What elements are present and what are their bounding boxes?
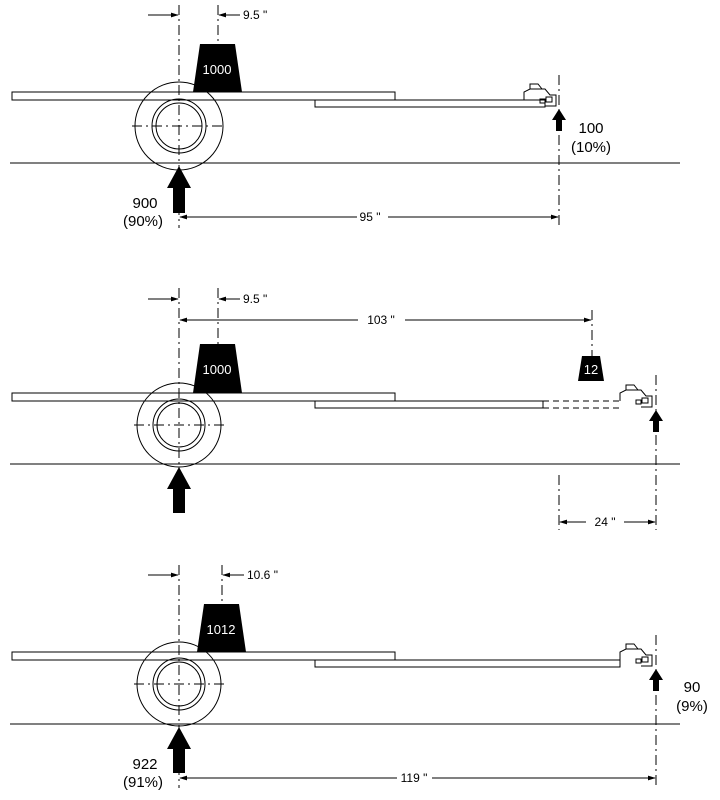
- axle-load-value: 922: [132, 756, 157, 773]
- hitch-coupler: [523, 83, 557, 107]
- cargo-weight-label: 1012: [207, 622, 236, 637]
- length-dimension-label: 119 ": [401, 771, 428, 785]
- hitch-coupler: [619, 384, 653, 408]
- hitch-load-value: 100: [578, 120, 603, 137]
- trailer-frame: [11, 651, 621, 668]
- extension-dimension-label: 24 ": [595, 515, 616, 529]
- axle-reaction-arrow: [167, 727, 191, 773]
- offset-dimension: 9.5 ": [148, 8, 267, 22]
- axle-reaction-arrow: [167, 467, 191, 513]
- hitch-load-value: 90: [684, 679, 701, 696]
- hitch-reaction-arrow: [649, 669, 663, 691]
- cargo-weight: 1000: [193, 44, 242, 92]
- hitch-coupler: [619, 643, 653, 667]
- axle-load-percent: (90%): [123, 213, 163, 230]
- hitch-reaction-arrow: [552, 109, 566, 131]
- span-dimension-label: 103 ": [367, 313, 395, 327]
- cargo-weight: 1012: [197, 604, 246, 652]
- cargo-weight-label: 1000: [203, 362, 232, 377]
- hitch-load-percent: (9%): [676, 698, 708, 715]
- offset-dimension-label: 9.5 ": [243, 8, 267, 22]
- offset-dimension-label: 9.5 ": [243, 292, 267, 306]
- extension-dimension: 24 ": [559, 515, 656, 529]
- length-dimension: 95 ": [179, 210, 559, 224]
- accessory-weight-label: 12: [584, 362, 598, 377]
- trailer-frame: [11, 91, 546, 108]
- trailer-frame: [11, 392, 620, 409]
- hitch-reaction-arrow: [649, 410, 663, 432]
- offset-dimension-label: 10.6 ": [247, 568, 278, 582]
- length-dimension: 119 ": [179, 771, 656, 785]
- span-dimension: 103 ": [179, 313, 592, 327]
- cargo-weight-label: 1000: [203, 62, 232, 77]
- diagram-3-result: 1012 10.6 " 922 (91%) 90 (9%) 119 ": [10, 565, 708, 791]
- accessory-weight: 12: [578, 356, 604, 381]
- axle-load-percent: (91%): [123, 774, 163, 791]
- offset-dimension: 9.5 ": [148, 292, 267, 306]
- diagram-2-accessory: 1000 12 9.5 " 103 " 24 ": [10, 288, 680, 530]
- cargo-weight: 1000: [193, 344, 242, 393]
- hitch-load-percent: (10%): [571, 139, 611, 156]
- offset-dimension: 10.6 ": [148, 568, 278, 582]
- diagram-1-baseline: 1000 9.5 " 900 (90%) 100 (10%) 95 ": [10, 5, 680, 230]
- axle-reaction-arrow: [167, 166, 191, 213]
- length-dimension-label: 95 ": [360, 210, 381, 224]
- axle-load-value: 900: [132, 195, 157, 212]
